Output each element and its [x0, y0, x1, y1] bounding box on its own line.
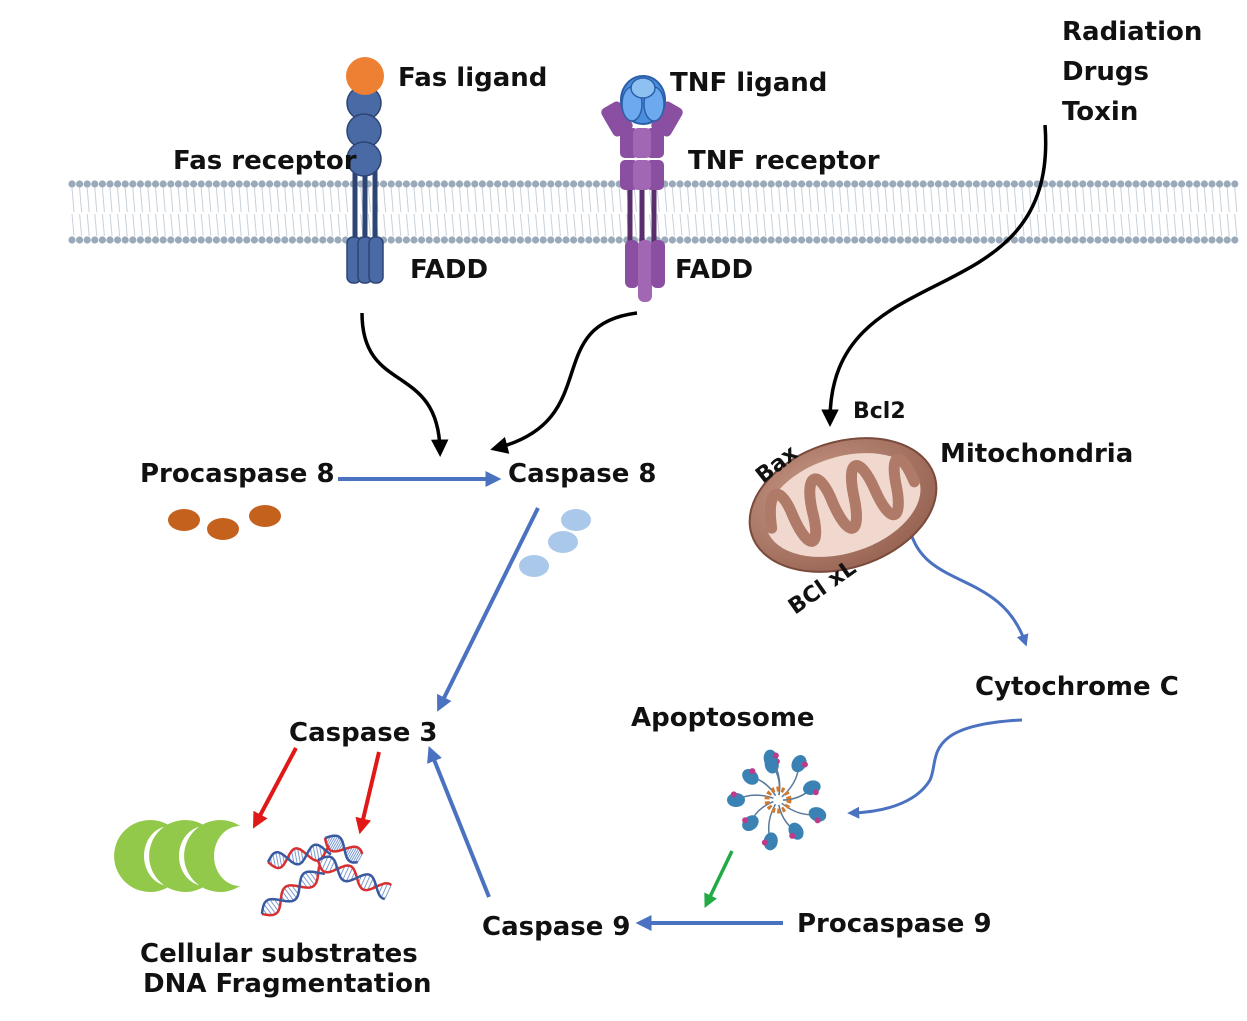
procaspase8-label: Procaspase 8 [140, 459, 335, 489]
procaspase9-label: Procaspase 9 [797, 909, 992, 939]
fas-to-caspase8-arrow [360, 312, 449, 457]
dna-fragments [260, 834, 392, 917]
tnf-ligand-label: TNF ligand [670, 68, 827, 98]
apoptosome-to-procaspase9-arrow [704, 850, 734, 909]
caspase8-label: Caspase 8 [508, 459, 657, 489]
mitochondria-label: Mitochondria [940, 439, 1133, 469]
procaspase8-molecules [168, 505, 281, 540]
fadd-left-label: FADD [410, 255, 488, 285]
caspase8-to-caspase3-arrow [437, 507, 540, 712]
stimulus-toxin-label: Toxin [1062, 97, 1138, 127]
caspase3-to-dna-arrow [355, 751, 381, 835]
tnf-ligand-shape [620, 75, 666, 125]
cytochrome-c-label: Cytochrome C [975, 672, 1179, 702]
fas-ligand-label: Fas ligand [398, 63, 547, 93]
tnf-to-caspase8-arrow [490, 311, 638, 454]
caspase9-label: Caspase 9 [482, 912, 631, 942]
stimuli-to-mitochondria-arrow [821, 124, 1048, 427]
stimulus-radiation-label: Radiation [1062, 17, 1202, 47]
mitochondria-to-cytochrome-arrow [908, 529, 1029, 647]
cellular-substrates-shapes [114, 820, 240, 893]
tnf-receptor-label: TNF receptor [688, 146, 880, 176]
caspase9-to-caspase3-arrow [427, 746, 491, 898]
tnf-receptor [601, 101, 683, 302]
stimulus-drugs-label: Drugs [1062, 57, 1149, 87]
caspase3-label: Caspase 3 [289, 718, 438, 748]
caspase3-to-substrates-arrow [252, 747, 298, 829]
fadd-right-label: FADD [675, 255, 753, 285]
caspase8-molecules [519, 509, 591, 577]
apoptosome-complex [727, 749, 827, 851]
fas-ligand-shape [346, 57, 384, 95]
fas-receptor [346, 85, 384, 284]
cytochrome-to-apoptosome-arrow [847, 718, 1023, 819]
cellular-substrates-label: Cellular substrates [140, 939, 418, 969]
fas-receptor-label: Fas receptor [173, 146, 357, 176]
bcl2-label: Bcl2 [853, 399, 906, 424]
mitochondrion [748, 437, 938, 573]
apoptosome-label: Apoptosome [631, 703, 815, 733]
dna-fragmentation-label: DNA Fragmentation [143, 969, 432, 999]
